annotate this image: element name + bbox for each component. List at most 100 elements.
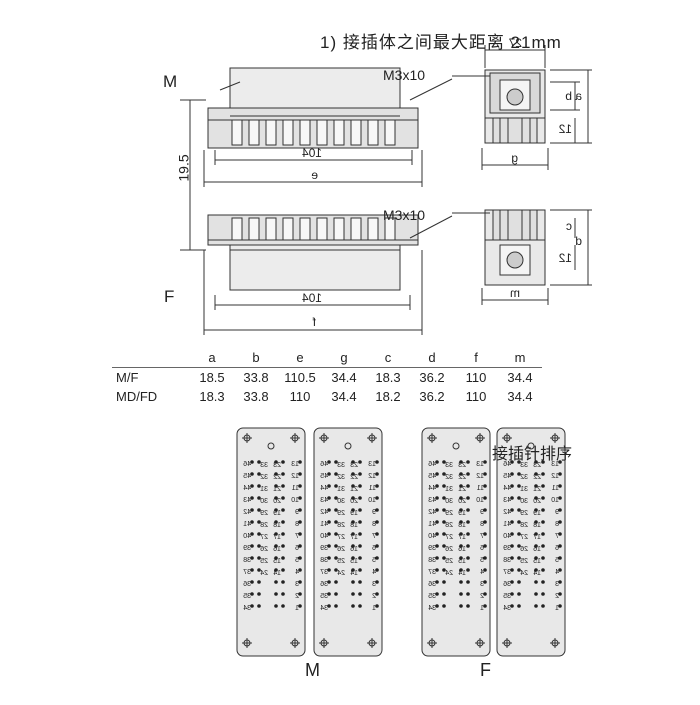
pin-number: 10 <box>476 497 484 504</box>
pin-number: 40 <box>428 533 436 540</box>
pin <box>459 532 463 536</box>
pin <box>358 592 362 596</box>
pin <box>298 592 302 596</box>
pin <box>541 592 545 596</box>
pin-number: 20 <box>533 498 541 505</box>
pin <box>298 532 302 536</box>
pin <box>281 484 285 488</box>
pin-number: 14 <box>458 570 466 577</box>
pin-number: 11 <box>552 485 559 492</box>
pin-number: 9 <box>295 509 299 516</box>
pin <box>327 520 331 524</box>
pin <box>327 544 331 548</box>
pin <box>435 604 439 608</box>
pin-number: 17 <box>273 534 281 541</box>
pin <box>558 460 562 464</box>
pin-number: 12 <box>476 473 484 480</box>
pin-number: 11 <box>369 485 376 492</box>
pin <box>483 532 487 536</box>
rib <box>282 119 294 146</box>
pin-number: 9 <box>372 509 376 516</box>
pin <box>327 496 331 500</box>
table-header-cell <box>112 348 190 368</box>
pin <box>327 568 331 572</box>
pin-number: 20 <box>273 498 281 505</box>
pin-number: 20 <box>458 498 466 505</box>
pin <box>541 604 545 608</box>
pin <box>541 556 545 560</box>
pin-number: 4 <box>372 569 376 576</box>
pin-number: 40 <box>243 533 251 540</box>
pin-number: 43 <box>320 497 328 504</box>
pin <box>466 484 470 488</box>
table-cell: 18.3 <box>375 370 401 385</box>
pin <box>459 496 463 500</box>
rib <box>367 119 379 146</box>
pin-number: 42 <box>428 509 436 516</box>
pin-number: 23 <box>350 462 358 469</box>
ribs-bottom <box>231 217 396 241</box>
pin <box>466 496 470 500</box>
pin <box>351 580 355 584</box>
panel-body <box>421 427 491 657</box>
pin <box>483 604 487 608</box>
pin-number: 31 <box>445 486 453 493</box>
table-cell: 36.2 <box>419 389 445 404</box>
pin-number: 42 <box>503 509 511 516</box>
pin-number: 41 <box>243 521 251 528</box>
pin <box>510 580 514 584</box>
pin <box>459 580 463 584</box>
pin-number: 3 <box>555 581 559 588</box>
panel-letter-M: M <box>305 660 320 680</box>
pin <box>375 496 379 500</box>
pin <box>435 568 439 572</box>
pin <box>274 580 278 584</box>
rib <box>231 119 243 146</box>
pin-number: 35 <box>503 593 511 600</box>
pin <box>375 520 379 524</box>
pin <box>334 544 338 548</box>
pin <box>442 460 446 464</box>
pin <box>534 592 538 596</box>
pin <box>459 460 463 464</box>
pin <box>274 592 278 596</box>
pin <box>459 592 463 596</box>
pin <box>281 460 285 464</box>
pin-number: 21 <box>533 486 541 493</box>
pin <box>334 508 338 512</box>
pin-number: 38 <box>428 557 436 564</box>
pin-number: 30 <box>337 498 345 505</box>
pin <box>375 580 379 584</box>
pin <box>281 472 285 476</box>
pin <box>483 592 487 596</box>
pin-number: 6 <box>480 545 484 552</box>
rib <box>248 217 260 241</box>
rib <box>265 119 277 146</box>
pin <box>517 544 521 548</box>
pin <box>459 568 463 572</box>
pin <box>334 484 338 488</box>
pin-number: 23 <box>533 462 541 469</box>
pin-number: 16 <box>350 546 358 553</box>
dim-c: c <box>566 219 572 233</box>
pin <box>327 484 331 488</box>
pin <box>257 580 261 584</box>
table-cell: 110.5 <box>284 370 316 385</box>
panel-letter-F: F <box>480 660 491 680</box>
pin <box>250 508 254 512</box>
pin-number: 25 <box>260 558 268 565</box>
pin <box>541 472 545 476</box>
pin-number: 36 <box>503 581 511 588</box>
pin <box>375 604 379 608</box>
pin <box>435 496 439 500</box>
pin <box>250 604 254 608</box>
dim-f: f <box>312 315 316 329</box>
pin <box>298 604 302 608</box>
pin-number: 38 <box>503 557 511 564</box>
ground-pin <box>527 442 535 450</box>
pin <box>442 604 446 608</box>
pin <box>510 496 514 500</box>
pin <box>517 604 521 608</box>
